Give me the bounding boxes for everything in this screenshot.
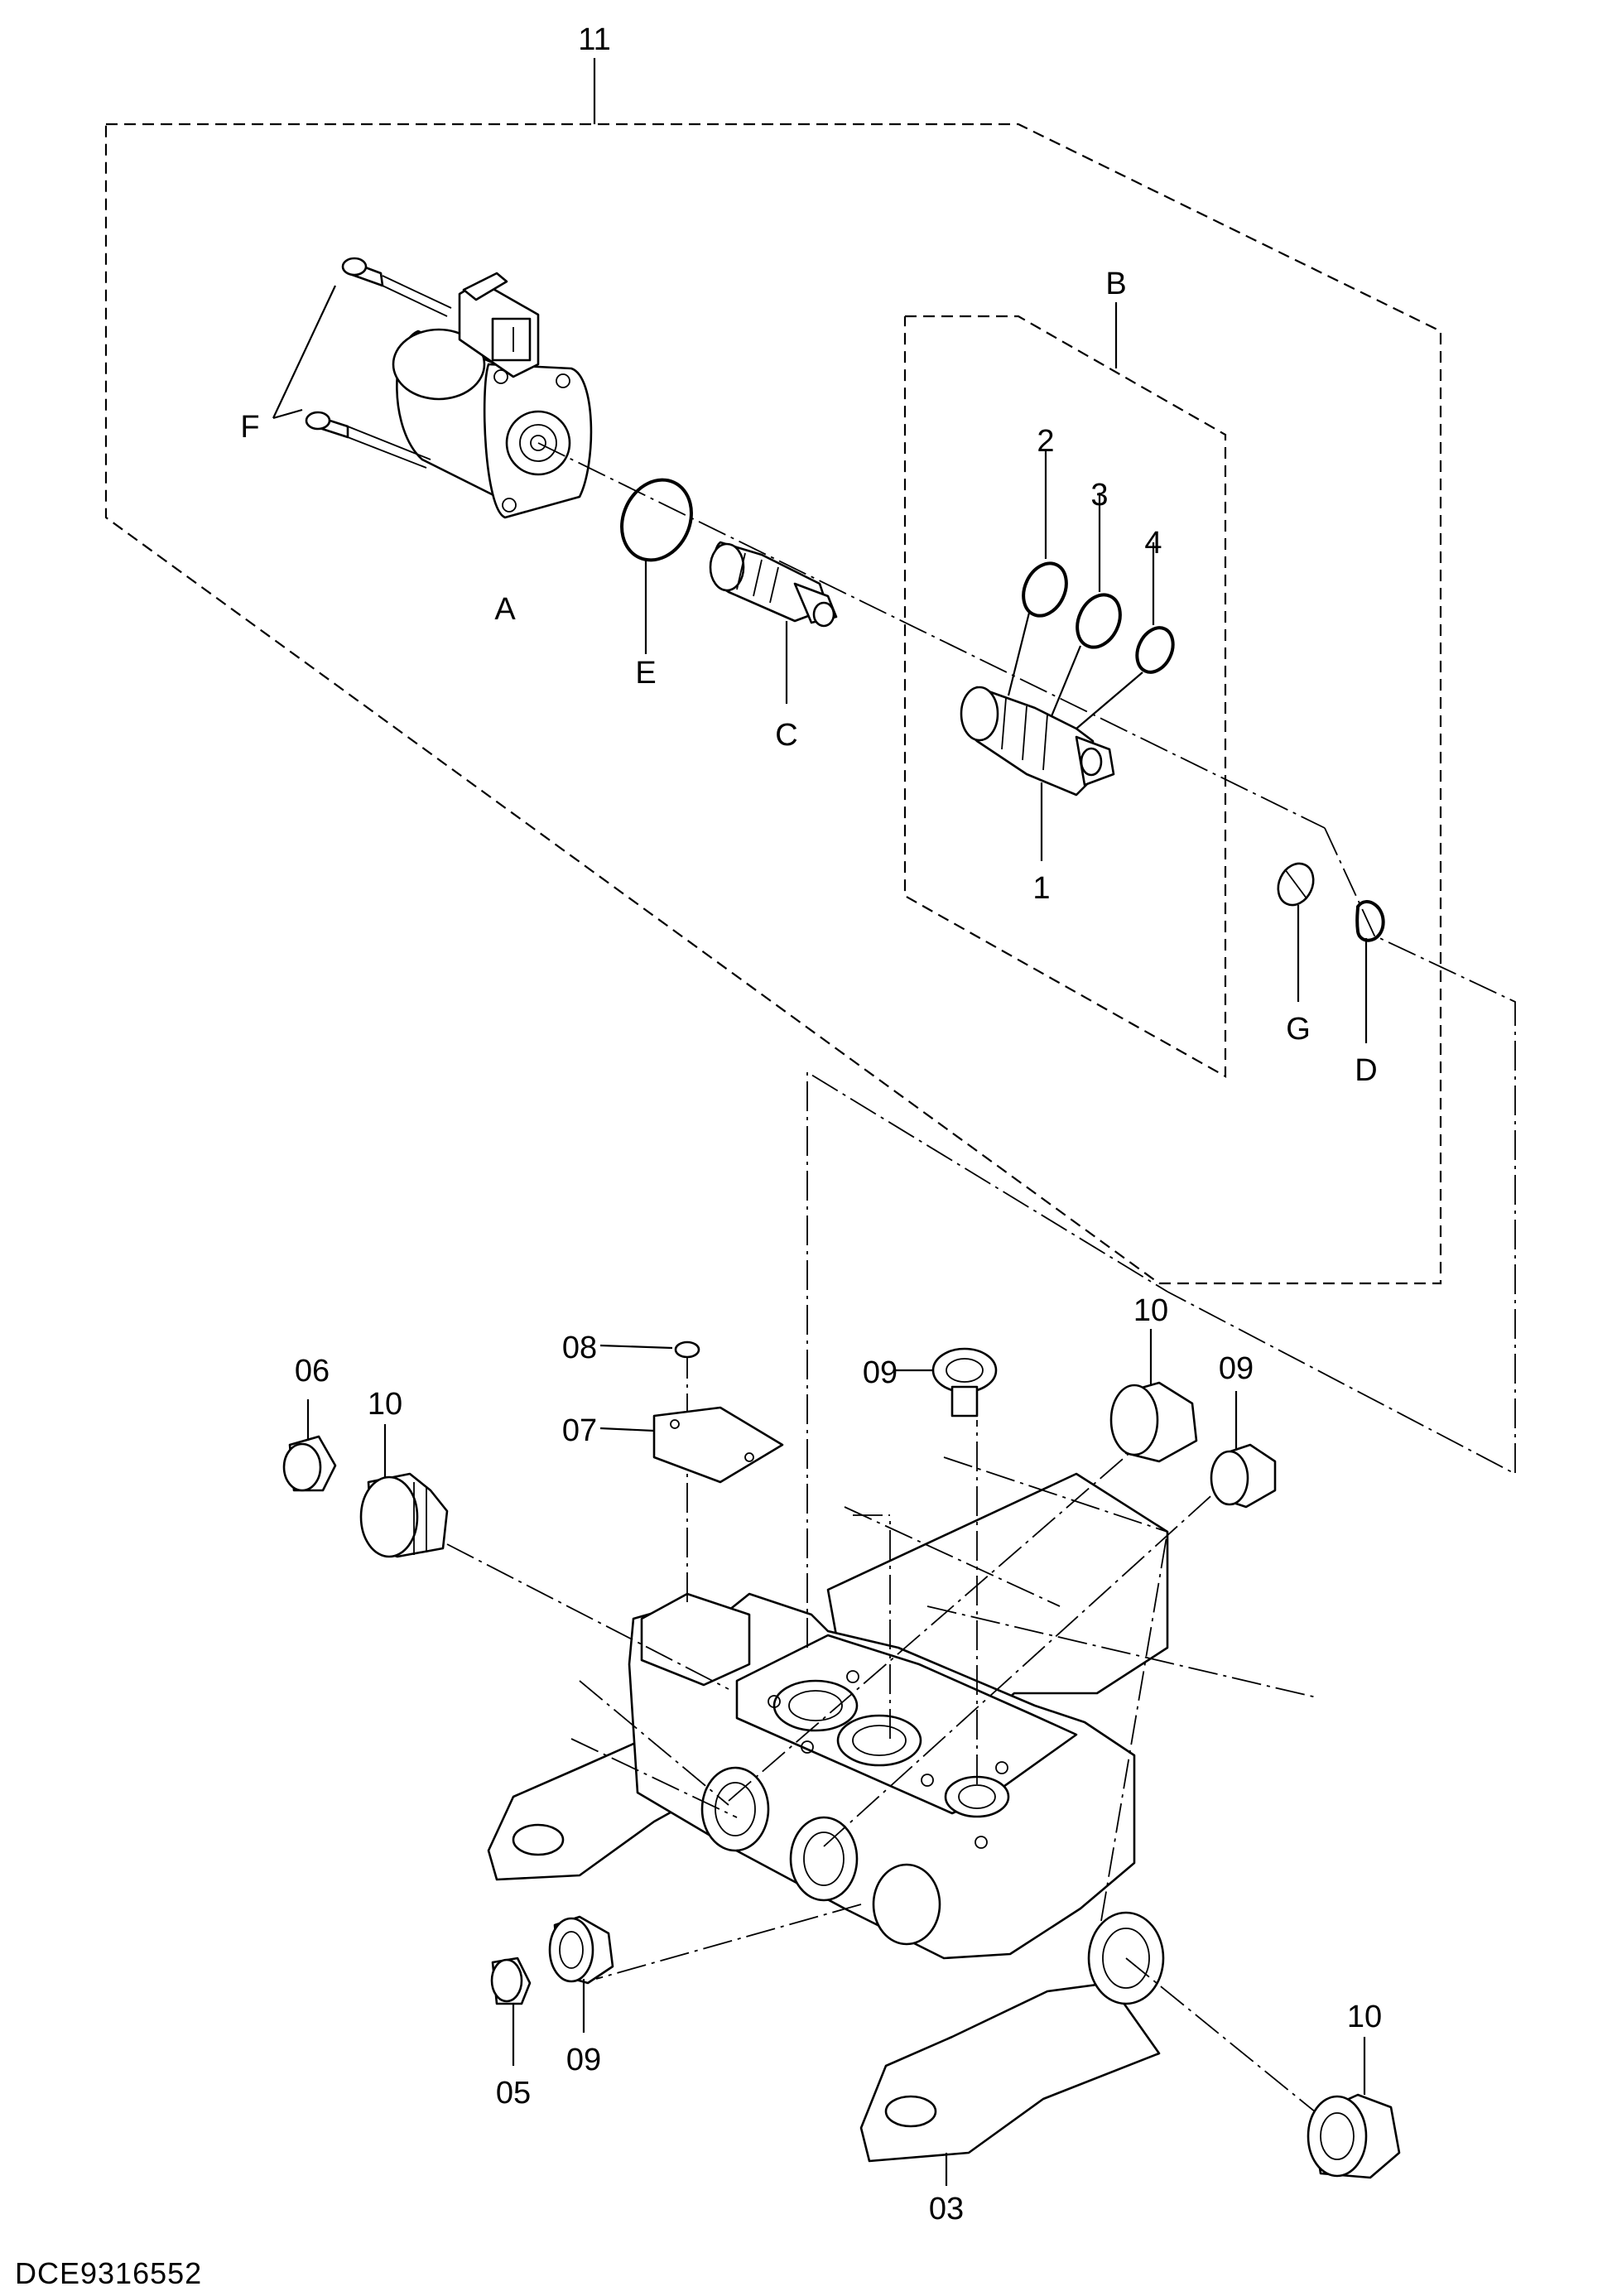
callout-09-top: 09 bbox=[863, 1355, 898, 1390]
assembly-axis-lines bbox=[446, 1071, 1326, 2120]
solenoid-a bbox=[392, 272, 593, 519]
valve-body-03 bbox=[487, 1472, 1169, 2186]
callout-4: 4 bbox=[1144, 526, 1162, 561]
backup-ring-d bbox=[1355, 900, 1385, 1043]
callout-06: 06 bbox=[295, 1354, 330, 1389]
callout-09-bottom: 09 bbox=[566, 2043, 601, 2077]
plug-10-bottom-right bbox=[1307, 2037, 1401, 2179]
plug-05 bbox=[490, 1957, 532, 2066]
callout-e: E bbox=[635, 656, 656, 691]
callout-3: 3 bbox=[1090, 478, 1108, 513]
subassembly-b-boundary bbox=[903, 302, 1227, 1078]
callout-1: 1 bbox=[1032, 871, 1050, 906]
callout-f: F bbox=[240, 410, 259, 445]
plate-07 bbox=[599, 1406, 784, 1484]
callout-08: 08 bbox=[562, 1331, 597, 1365]
plug-06 bbox=[282, 1399, 337, 1492]
callout-g: G bbox=[1286, 1012, 1311, 1047]
bolts-f bbox=[272, 257, 452, 469]
o-rings-2-3-4 bbox=[1007, 451, 1175, 729]
callout-11: 11 bbox=[578, 22, 610, 57]
plug-10-left bbox=[359, 1424, 449, 1558]
callout-a: A bbox=[494, 592, 516, 627]
callout-labels: 11 B F A E C 2 3 4 1 G D 06 10 08 07 09 … bbox=[240, 22, 1382, 2226]
callout-05: 05 bbox=[496, 2076, 531, 2111]
callout-10-left: 10 bbox=[368, 1387, 402, 1422]
callout-c: C bbox=[775, 718, 797, 753]
plug-09-top bbox=[894, 1347, 998, 1418]
axis-line-return bbox=[1167, 827, 1516, 1475]
plug-10-top-right bbox=[1109, 1329, 1198, 1463]
drawing-code: DCE9316552 bbox=[15, 2256, 202, 2290]
callout-10-top-right: 10 bbox=[1133, 1293, 1168, 1328]
callout-b: B bbox=[1105, 267, 1126, 301]
spool-c bbox=[709, 541, 838, 704]
callout-07: 07 bbox=[562, 1413, 597, 1448]
o-ring-e bbox=[620, 478, 693, 654]
callout-10-bottom-right: 10 bbox=[1347, 2000, 1382, 2034]
cartridge-1 bbox=[960, 686, 1115, 861]
plug-09-bottom bbox=[548, 1915, 614, 2033]
plug-g bbox=[1277, 862, 1315, 1002]
callout-09-top-right: 09 bbox=[1219, 1351, 1254, 1386]
assembly-11-boundary bbox=[104, 58, 1442, 1285]
axis-line-upper bbox=[537, 442, 1326, 829]
callout-03: 03 bbox=[929, 2192, 964, 2226]
callout-d: D bbox=[1355, 1053, 1377, 1088]
plug-09-top-right bbox=[1210, 1391, 1277, 1509]
callout-2: 2 bbox=[1037, 424, 1054, 459]
screw-08 bbox=[599, 1341, 700, 1374]
